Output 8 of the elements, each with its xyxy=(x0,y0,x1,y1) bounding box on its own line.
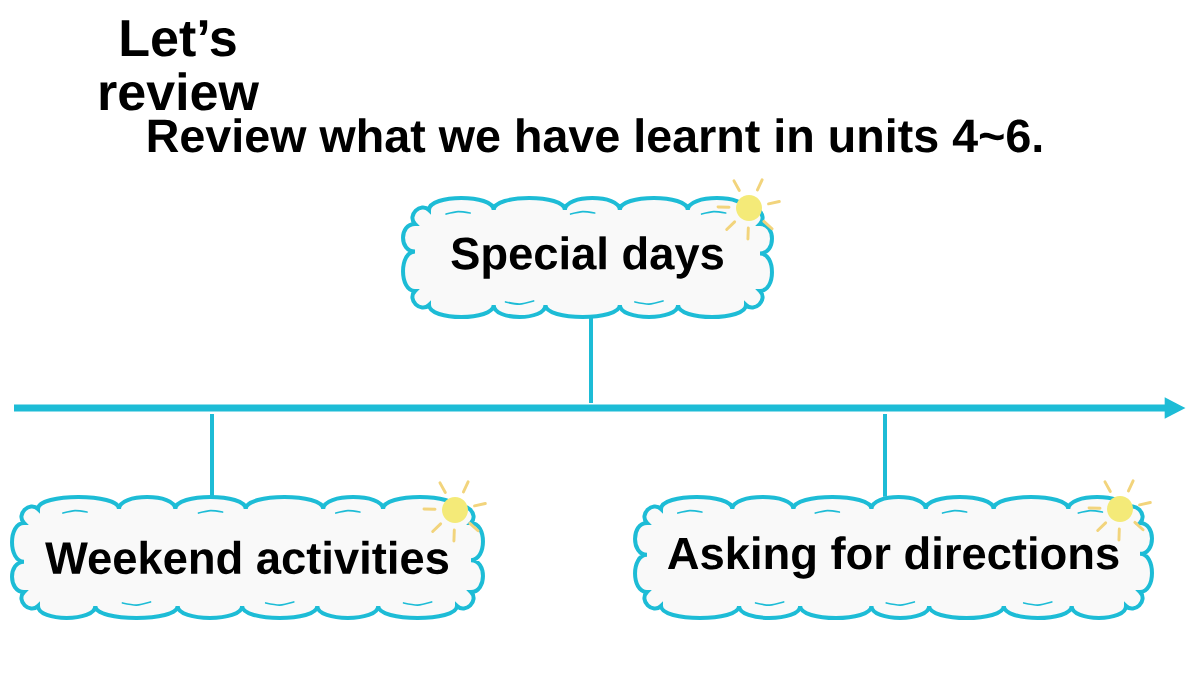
cloud-box: Special days xyxy=(401,196,774,319)
connector-line xyxy=(210,414,214,497)
connector-line xyxy=(883,414,887,497)
instruction-text: Review what we have learnt in units 4~6. xyxy=(148,118,1042,153)
connector-line xyxy=(589,317,593,403)
heading: Let’s review xyxy=(100,20,259,111)
cloud-box: Weekend activities xyxy=(10,495,485,620)
cloud-box: Asking for directions xyxy=(633,495,1154,620)
